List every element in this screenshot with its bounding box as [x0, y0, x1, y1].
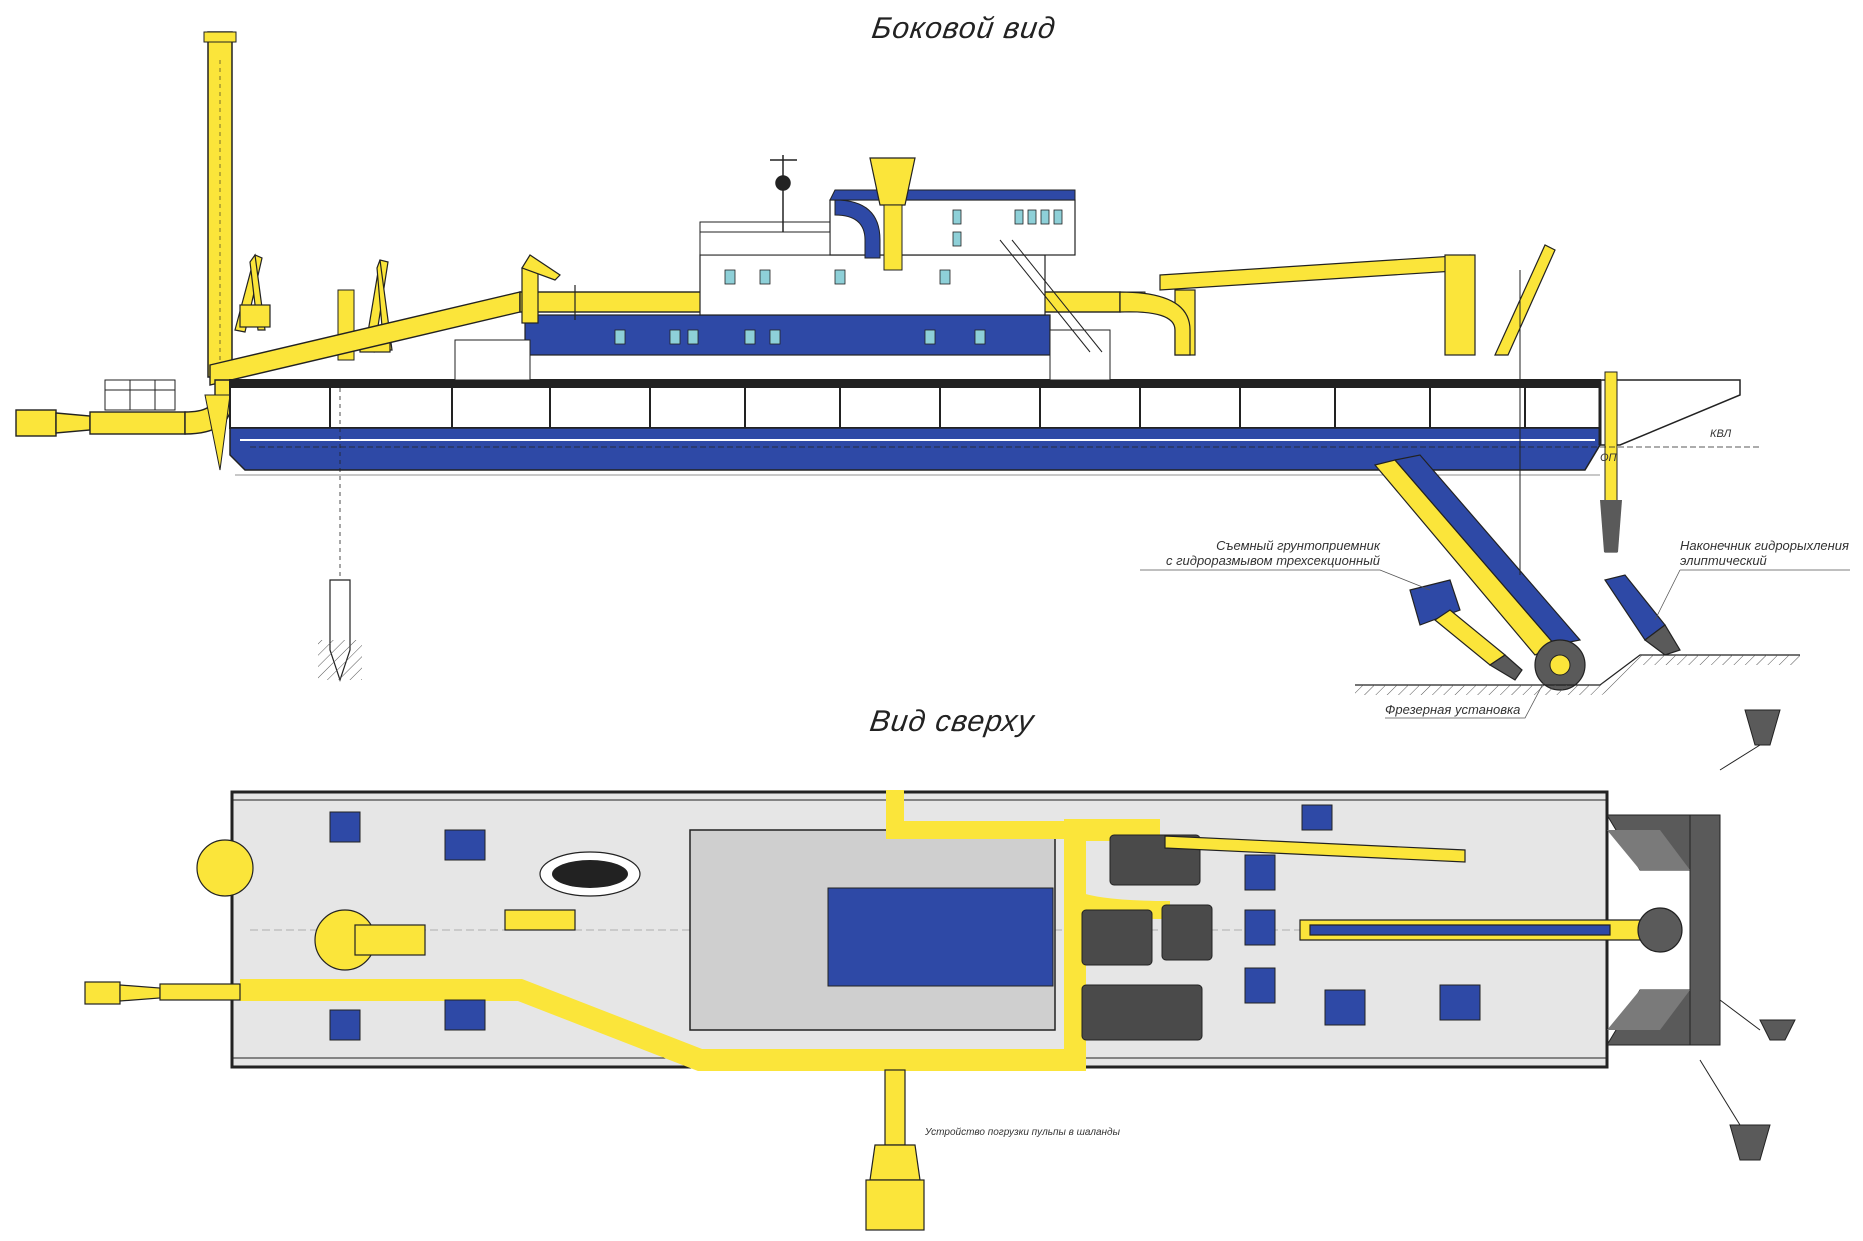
- suction-head-callout: Съемный грунтоприемник с гидроразмывом т…: [1140, 538, 1380, 568]
- jet-nozzle-callout-line1: Наконечник гидрорыхления: [1680, 538, 1849, 553]
- top-view-title: Вид сверху: [867, 705, 1037, 738]
- spud-pole: [203, 31, 237, 378]
- waterline-mark: КВЛ: [1710, 428, 1732, 440]
- loading-device-top: [865, 1069, 925, 1231]
- deckhouse-lower: [454, 314, 1111, 381]
- bulwark-panels: [329, 388, 1526, 428]
- bow-structure: [1598, 371, 1741, 553]
- bow-frame-top: [1606, 814, 1721, 1046]
- winches-top: [329, 804, 1481, 1041]
- callout-leaders-side: [1140, 569, 1850, 719]
- cutter-ladder: [1373, 270, 1586, 691]
- exhaust-duct: [834, 199, 881, 259]
- jet-nozzle-callout: Наконечник гидрорыхления элиптический: [1680, 538, 1849, 568]
- lower-house-windows: [614, 329, 986, 345]
- side-ladder: [999, 239, 1103, 353]
- upper-railing: [699, 221, 830, 232]
- side-view: [15, 31, 1850, 719]
- baseline-mark: ОП: [1600, 452, 1617, 464]
- mast: [770, 155, 797, 232]
- hull-side: [229, 379, 1601, 471]
- suction-head-callout-line2: с гидроразмывом трехсекционный: [1166, 553, 1380, 568]
- seabed: [1355, 654, 1800, 695]
- deckhouse-upper: [699, 189, 1076, 316]
- deck-crane-midship: [521, 254, 576, 324]
- jet-nozzle-callout-line2: элиптический: [1680, 553, 1767, 568]
- cutter-callout: Фрезерная установка: [1385, 702, 1521, 717]
- top-view: [84, 709, 1796, 1231]
- stern-railing: [104, 379, 176, 411]
- stern-spud-tip: [318, 380, 362, 682]
- top-stern-nozzle: [84, 981, 241, 1005]
- side-view-title: Боковой вид: [869, 12, 1059, 45]
- discharge-callout: Устройство погрузки пульпы в шаланды: [925, 1127, 1120, 1138]
- deck-cranes-top: [196, 835, 1466, 971]
- wheelhouse-windows: [724, 209, 1063, 285]
- stern-discharge-nozzle: [15, 379, 233, 437]
- anchors-top: [1699, 709, 1796, 1161]
- machinery-blocks-top: [1081, 834, 1213, 1041]
- jet-nozzle-tip: [1604, 574, 1681, 656]
- bow-crane-side: [1159, 244, 1556, 356]
- pipe-riser: [1119, 291, 1191, 356]
- funnel: [869, 157, 916, 271]
- stern-skeg: [204, 394, 231, 471]
- removable-suction-head: [1409, 579, 1523, 681]
- wheelhouse-roof: [827, 887, 1054, 987]
- cutter-ladder-top: [1299, 907, 1683, 953]
- suction-head-callout-line1: Съемный грунтоприемник: [1216, 538, 1380, 553]
